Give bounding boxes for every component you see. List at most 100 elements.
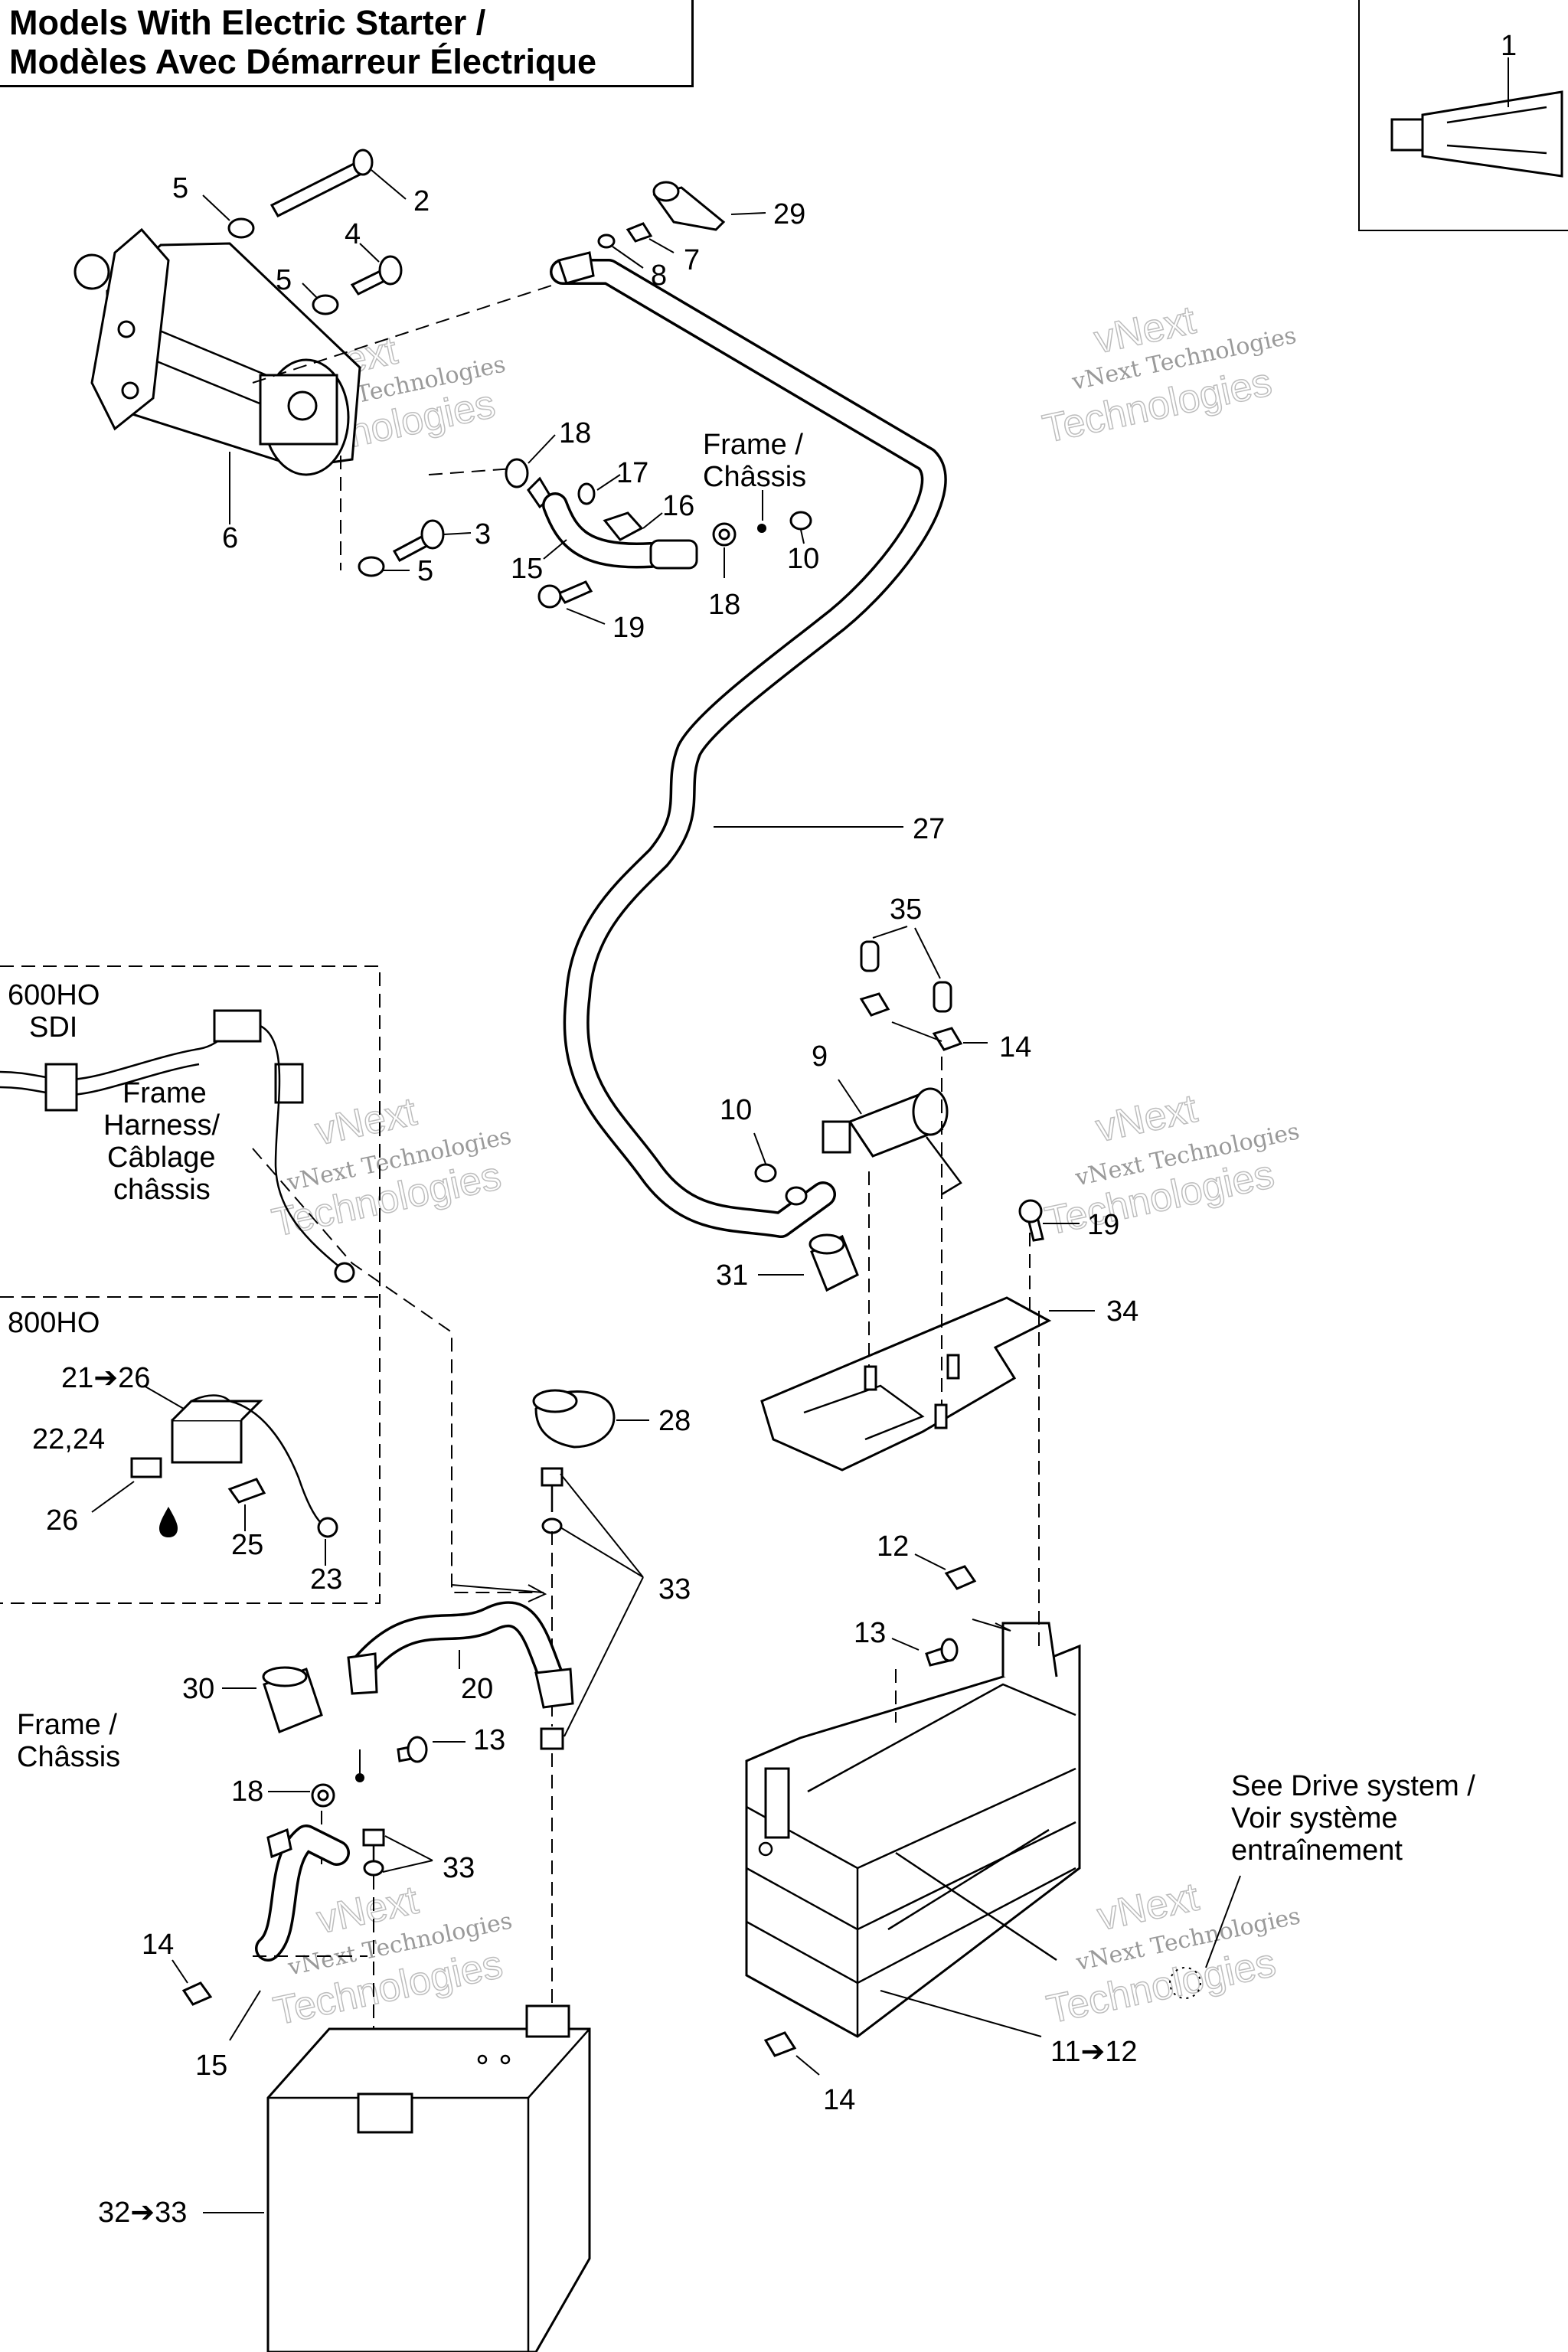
note-frame-harness: châssis — [113, 1174, 211, 1206]
frame-harness — [0, 1009, 355, 1283]
note-frame-top: Frame / — [703, 429, 803, 461]
note-frame-harness: Frame — [122, 1077, 207, 1109]
drive-system-ref — [1169, 1967, 1201, 1999]
nut-14c — [172, 1959, 213, 2006]
callout-11-12: 11➔12 — [1050, 2036, 1138, 2068]
lubricant-tube-icon — [1390, 57, 1563, 178]
callout-29: 29 — [773, 198, 805, 230]
assembly-line — [428, 468, 514, 475]
callout-4: 4 — [345, 218, 361, 250]
washer-5b — [302, 283, 339, 315]
callout-18: 18 — [559, 417, 591, 449]
callout-6: 6 — [222, 522, 238, 554]
bolt-3 — [392, 519, 472, 563]
diagram-title: Models With Electric Starter / Modèles A… — [0, 0, 694, 87]
callout-14: 14 — [142, 1929, 174, 1961]
callout-2: 2 — [413, 185, 430, 217]
callout-18: 18 — [231, 1775, 263, 1808]
drive-system-leader — [1205, 1875, 1241, 1968]
callout-30: 30 — [182, 1673, 214, 1705]
frame-ground-top — [712, 490, 812, 578]
callout-3: 3 — [475, 518, 491, 550]
callout-19: 19 — [612, 612, 645, 644]
ground-cable-15 — [229, 1824, 368, 2041]
hardware-33 — [540, 1467, 644, 2030]
bolt-4 — [350, 243, 403, 296]
callout-33: 33 — [443, 1852, 475, 1884]
callout-15: 15 — [195, 2050, 227, 2082]
boot-30 — [222, 1666, 323, 1733]
nuts-14 — [859, 992, 988, 1051]
callout-8: 8 — [651, 260, 667, 292]
callout-17: 17 — [616, 457, 648, 489]
note-frame-bottom: Châssis — [17, 1741, 120, 1773]
callout-5: 5 — [276, 264, 292, 296]
callout-14: 14 — [999, 1031, 1031, 1063]
note-frame-top: Châssis — [703, 461, 806, 493]
callout-13: 13 — [473, 1724, 505, 1756]
bolt-19a — [537, 580, 606, 625]
callout-16: 16 — [662, 490, 694, 522]
assembly-line — [252, 1148, 544, 1593]
bolt-19b — [1018, 1199, 1080, 1242]
model-inset-frame — [0, 965, 381, 1604]
fuse-holder — [91, 1385, 338, 1566]
battery-cable-20 — [347, 1601, 574, 1709]
nut-10b — [753, 1132, 808, 1206]
callout-5: 5 — [417, 555, 433, 587]
callout-34: 34 — [1106, 1295, 1138, 1328]
note-frame-harness: Harness/ — [103, 1109, 220, 1142]
washer-5a — [202, 194, 255, 239]
callout-26: 26 — [46, 1504, 78, 1537]
washer-5c — [358, 556, 410, 577]
note-frame-bottom: Frame / — [17, 1709, 117, 1741]
arrow-right-icon — [528, 1584, 547, 1602]
callout-15: 15 — [511, 553, 543, 585]
solenoid-bracket-34 — [760, 1057, 1095, 1472]
note-model-800: 800HO — [8, 1307, 100, 1339]
callout-1: 1 — [1501, 30, 1517, 62]
callout-10: 10 — [720, 1094, 752, 1126]
starter-motor — [74, 227, 361, 524]
callout-27: 27 — [913, 813, 945, 845]
terminal-boot-29 — [652, 181, 766, 231]
callout-5: 5 — [172, 172, 188, 204]
callout-13: 13 — [854, 1617, 886, 1649]
assembly-line — [252, 275, 583, 384]
note-model-600: 600HO — [8, 979, 100, 1011]
callout-7: 7 — [684, 244, 700, 276]
note-drive-system: Voir système — [1231, 1802, 1398, 1834]
nut-7 — [626, 222, 675, 253]
washer-17 — [577, 474, 621, 505]
note-drive-system: entraînement — [1231, 1834, 1403, 1867]
callout-33: 33 — [658, 1573, 691, 1606]
callout-21-26: 21➔26 — [61, 1362, 150, 1394]
callout-20: 20 — [461, 1673, 493, 1705]
battery-tray-11 — [745, 1622, 1081, 2038]
callout-28: 28 — [658, 1405, 691, 1437]
battery-cable-27 — [550, 251, 947, 1238]
watermark-group: vNext vNext Technologies Technologies vN… — [262, 297, 1302, 2034]
callout-25: 25 — [231, 1529, 263, 1561]
oil-drop-icon — [159, 1507, 178, 1537]
note-drive-system: See Drive system / — [1231, 1770, 1475, 1802]
boot-31 — [758, 1233, 859, 1292]
callout-10: 10 — [787, 543, 819, 575]
callout-12: 12 — [877, 1530, 909, 1563]
callout-9: 9 — [812, 1040, 828, 1073]
note-model-600: SDI — [29, 1011, 77, 1044]
starter-cable-15 — [527, 476, 698, 570]
nut-12 — [914, 1553, 1011, 1632]
nut-16 — [603, 511, 663, 541]
assembly-line — [451, 1584, 544, 1593]
note-frame-harness: Câblage — [107, 1142, 216, 1174]
lock-washer-18a — [505, 434, 556, 488]
solenoid-caps-35 — [860, 926, 952, 1013]
starter-solenoid-9 — [822, 1079, 962, 1196]
title-line-2: Modèles Avec Démarreur Électrique — [9, 42, 596, 81]
callout-14: 14 — [823, 2084, 855, 2116]
terminal-boot-28 — [532, 1389, 649, 1449]
callout-32-33: 32➔33 — [98, 2197, 187, 2229]
title-line-1: Models With Electric Starter / — [9, 3, 486, 42]
